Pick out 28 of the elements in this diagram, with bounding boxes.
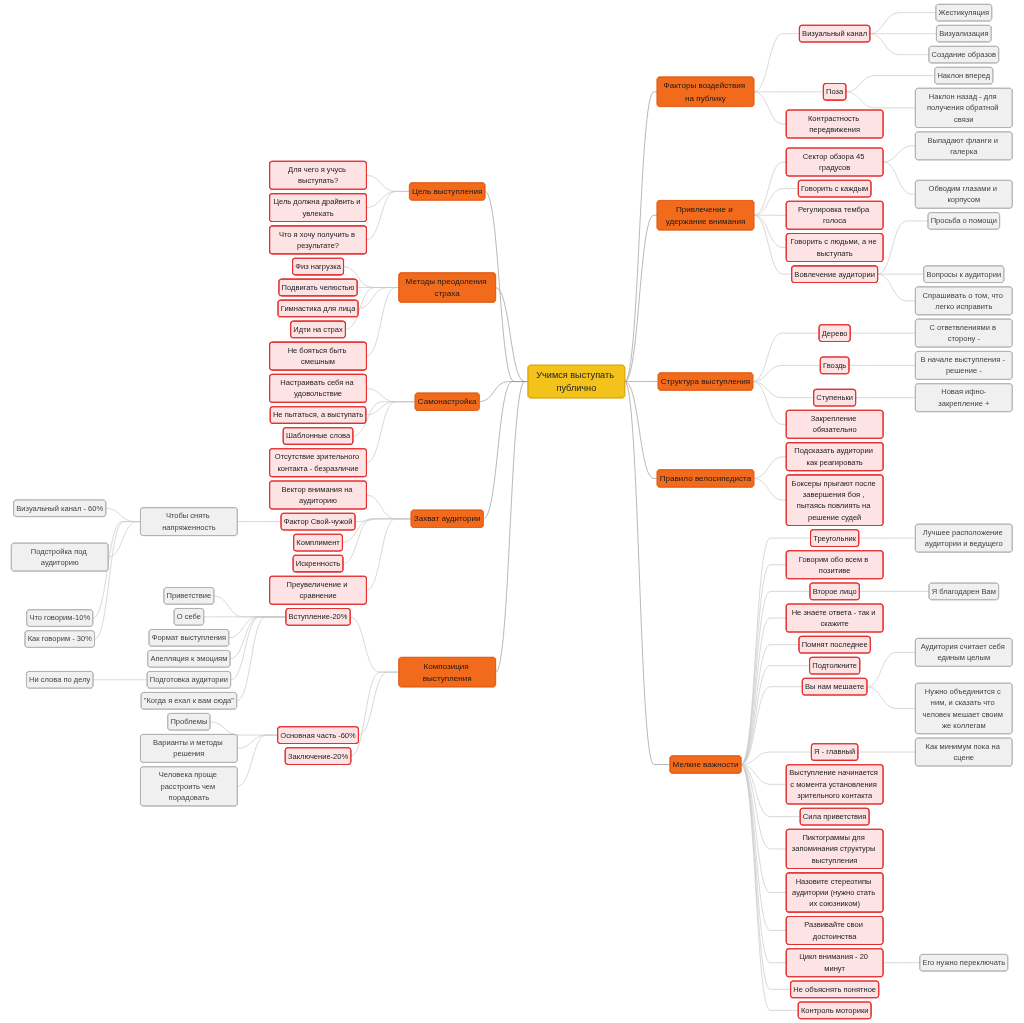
connector [752,332,820,382]
connector [624,381,658,479]
connector [740,665,811,765]
connector [753,188,799,216]
connector [237,521,282,522]
connector [753,456,787,479]
connector [740,764,787,931]
connector [859,591,930,592]
connector [366,518,412,591]
connector [740,537,812,765]
connector [740,591,811,765]
connector [366,191,410,241]
connector [753,478,787,501]
connector [877,273,916,302]
connector [753,33,800,93]
connector [752,381,787,425]
connector [624,381,659,382]
connector [366,401,416,463]
connector [624,381,671,765]
connector [877,220,929,275]
connector [236,616,287,702]
connector [624,91,658,382]
connector [740,764,799,1011]
connector [624,214,658,382]
connector [753,91,787,125]
connector [740,564,787,765]
connector [740,764,787,964]
connector [855,397,916,399]
